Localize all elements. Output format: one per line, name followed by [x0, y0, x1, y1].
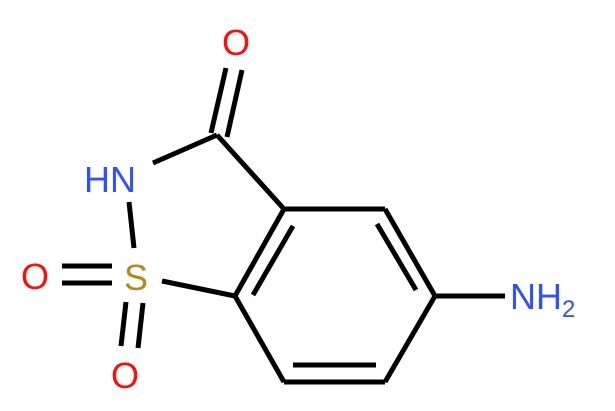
bond-c7a-c7	[232, 294, 287, 384]
atom-sulfur: S	[124, 257, 148, 298]
bond-n-c3	[151, 132, 219, 166]
atom-sulfonyl-oxygen-bottom: O	[111, 355, 139, 396]
amino-nh: NH	[510, 276, 562, 317]
bond-c3a-c7a-inner	[250, 224, 296, 297]
bond-c5-c4-inner	[374, 222, 419, 292]
bonds	[62, 67, 505, 385]
bond-c3a-c7a	[232, 207, 287, 298]
bond-c3-o-1	[208, 67, 229, 134]
atom-labels: O HN S O O NH2	[21, 22, 575, 396]
atom-sulfonyl-oxygen-left: O	[21, 256, 49, 297]
bond-s-o-bottom-2	[135, 302, 146, 349]
bond-c6-c5	[382, 294, 438, 384]
bond-c3-c3a	[215, 133, 286, 211]
bond-s-o-bottom-1	[118, 301, 129, 347]
bond-c5-c4	[382, 207, 438, 298]
bond-s-n	[126, 201, 137, 249]
bond-s-c7a	[161, 278, 236, 299]
bond-c3-o-2	[224, 69, 245, 138]
atom-amino-group: NH2	[510, 276, 575, 323]
atom-nitrogen: HN	[84, 159, 136, 200]
atom-carbonyl-oxygen: O	[222, 22, 250, 63]
amino-subscript: 2	[562, 296, 575, 323]
